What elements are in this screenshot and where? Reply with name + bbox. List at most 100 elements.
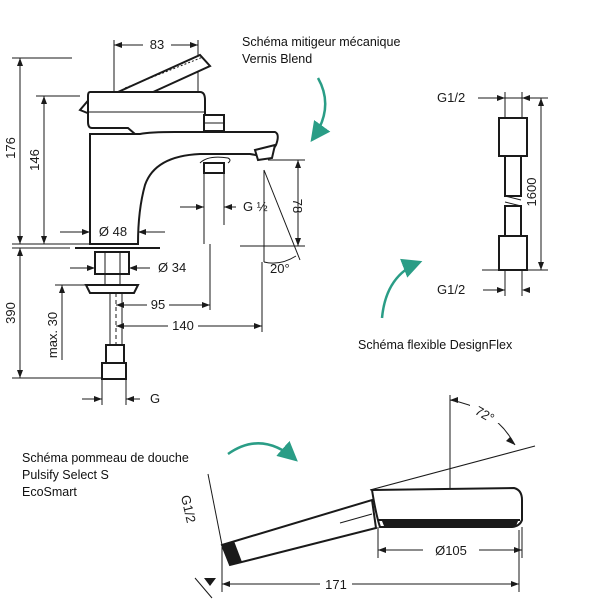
- arrow-head: [514, 547, 522, 553]
- arrow-head: [522, 95, 530, 101]
- shower-drawing: 72° Ø105 171 G1/2: [178, 395, 536, 599]
- caption-mixer-line2: Vernis Blend: [242, 52, 313, 66]
- label-bg: [143, 36, 171, 52]
- arrow-head: [41, 96, 47, 104]
- hose-body-lower: [504, 205, 522, 237]
- caption-shower-line2: Pulsify Select S: [22, 468, 109, 482]
- break-line: [504, 195, 522, 201]
- dim-d34: Ø 34: [158, 260, 186, 275]
- dim-d105: Ø105: [435, 543, 467, 558]
- dim-146: 146: [27, 149, 42, 171]
- dim-1600: 1600: [524, 178, 539, 207]
- arrow-head: [196, 204, 204, 210]
- arrow-head: [17, 58, 23, 66]
- arrow-head: [538, 262, 544, 270]
- arrow-head: [116, 302, 124, 308]
- dim-shower-thread: G1/2: [178, 494, 199, 525]
- label-bg: [147, 297, 169, 313]
- hose-body: [504, 155, 522, 197]
- pointer-arrow-mixer: [310, 77, 331, 143]
- pointer-arrow-hose: [380, 258, 423, 319]
- dim-angle-20: 20°: [270, 261, 290, 276]
- mount-bracket: [84, 284, 140, 294]
- arrow-head: [94, 396, 102, 402]
- dim-390: 390: [3, 302, 18, 324]
- dim-max30: max. 30: [45, 312, 60, 358]
- arrow-head: [126, 396, 134, 402]
- arrow-head: [497, 287, 505, 293]
- arrow-head: [511, 581, 519, 587]
- arrow-head: [82, 229, 90, 235]
- caption-mixer-line1: Schéma mitigeur mécanique: [242, 35, 401, 49]
- dim-78: 78: [290, 199, 305, 213]
- arrow-head: [116, 323, 124, 329]
- arrow-head: [114, 42, 122, 48]
- arrow-head: [222, 581, 230, 587]
- arrow-head: [450, 397, 458, 403]
- ext-line: [207, 473, 223, 546]
- dim-outlet-thread: G ½: [243, 199, 268, 214]
- hex-nut: [101, 362, 127, 380]
- dim-d48: Ø 48: [99, 224, 127, 239]
- ext-line: [194, 577, 213, 599]
- caption-shower: Schéma pommeau de douche Pulsify Select …: [22, 450, 189, 501]
- arrow-head: [129, 265, 137, 271]
- lever-outline: [124, 56, 204, 89]
- arrow-head: [506, 437, 515, 445]
- dim-hose-thread-bottom: G1/2: [437, 282, 465, 297]
- arrow-head: [17, 236, 23, 244]
- arrow-head: [17, 248, 23, 256]
- shank-upper: [94, 251, 130, 275]
- label-bg: [168, 318, 198, 334]
- connector: [105, 344, 125, 364]
- arrow-head: [378, 547, 386, 553]
- arrow-head: [497, 95, 505, 101]
- caption-hose: Schéma flexible DesignFlex: [358, 338, 513, 352]
- outlet-thread: [203, 162, 225, 174]
- arrow-head: [538, 98, 544, 106]
- arrow-head: [254, 323, 262, 329]
- arrow-head: [59, 285, 65, 293]
- dim-95: 95: [151, 297, 165, 312]
- arrow-head: [87, 265, 95, 271]
- arrow-head: [522, 287, 530, 293]
- arrow-head: [204, 578, 216, 586]
- shower-head: [370, 486, 523, 528]
- dim-171: 171: [325, 577, 347, 592]
- shower-handle: [220, 498, 378, 567]
- dim-140: 140: [172, 318, 194, 333]
- spray-face: [382, 521, 518, 526]
- arrow-head: [224, 204, 232, 210]
- arrow-head: [17, 370, 23, 378]
- angle-arc: [263, 255, 297, 264]
- hose-fitting-bottom: [498, 235, 528, 271]
- hose-drawing: 1600 G1/2 G1/2: [437, 90, 548, 297]
- dim-hose-thread-top: G1/2: [437, 90, 465, 105]
- outlet-cap: [199, 156, 231, 164]
- label-bg: [423, 541, 479, 558]
- caption-shower-line1: Schéma pommeau de douche: [22, 451, 189, 465]
- label-bg: [320, 575, 352, 592]
- dim-83: 83: [150, 37, 164, 52]
- spout-tip: [253, 143, 277, 162]
- label-bg: [470, 405, 500, 423]
- angle-line: [263, 169, 301, 261]
- pointer-arrow-shower: [227, 440, 298, 462]
- arrow-head: [190, 42, 198, 48]
- arrow-head: [202, 302, 210, 308]
- arrow-head: [138, 229, 146, 235]
- dim-bottom-thread: G: [150, 391, 160, 406]
- mixer-drawing: 83 176 146: [3, 36, 305, 406]
- hose-fitting-top: [498, 117, 528, 157]
- dim-176: 176: [3, 137, 18, 159]
- arrow-head: [41, 236, 47, 244]
- arrow-head: [295, 160, 301, 168]
- angle-line: [369, 445, 536, 491]
- mixer-head: [87, 91, 206, 135]
- caption-mixer: Schéma mitigeur mécanique Vernis Blend: [242, 34, 400, 68]
- handle-slot: [339, 513, 373, 524]
- caption-shower-line3: EcoSmart: [22, 485, 77, 499]
- arrow-head: [295, 238, 301, 246]
- handle-connector: [222, 541, 242, 565]
